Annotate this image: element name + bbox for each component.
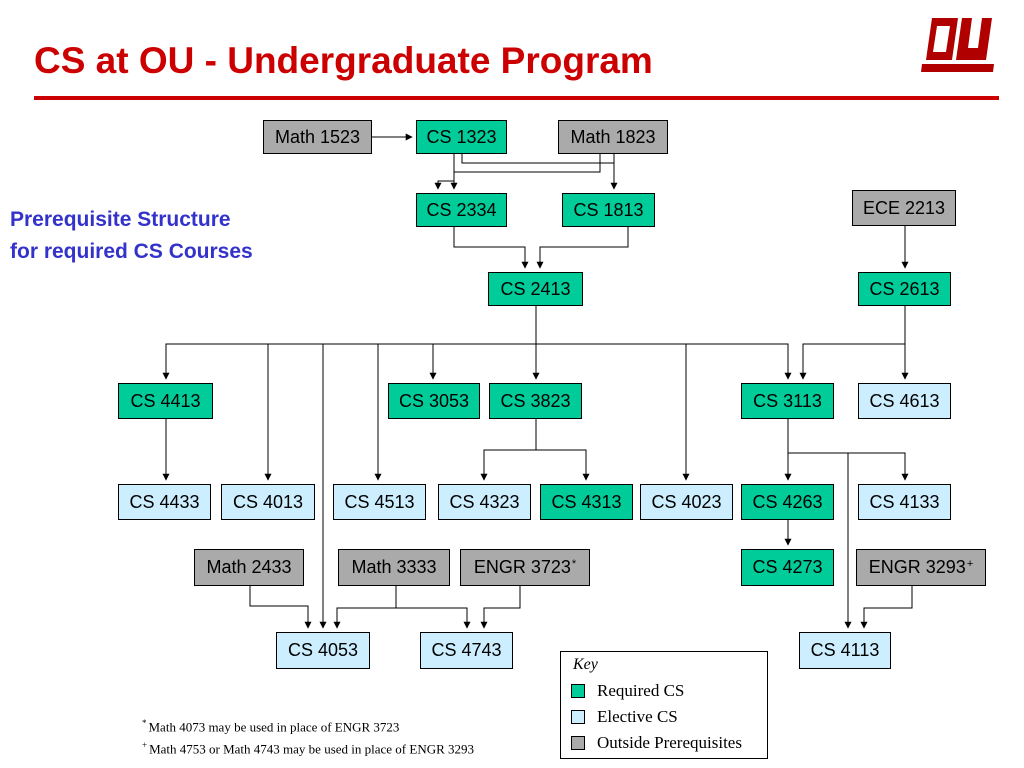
prerequisite-connector [434,154,455,190]
course-cs2334: CS 2334 [416,193,507,227]
course-label: CS 1813 [573,199,644,220]
subtitle-line-1: Prerequisite Structure [10,208,231,231]
course-label: Math 3333 [351,557,437,577]
course-label: CS 4023 [651,491,722,512]
elective-swatch-icon [571,710,585,724]
course-label: Math 1523 [274,126,361,147]
footnotes: *Math 4073 may be used in place of ENGR … [142,714,474,759]
course-label: CS 4273 [752,557,823,577]
course-cs4053: CS 4053 [276,632,370,669]
ou-logo-icon [921,18,994,72]
prerequisite-connector [480,586,521,629]
course-cs1813: CS 1813 [562,193,655,227]
course-cs4413: CS 4413 [118,383,213,419]
prerequisite-connector [396,607,471,629]
page-title: CS at OU - Undergraduate Program [34,40,653,81]
course-cs4023: CS 4023 [640,484,733,520]
course-engr3723: ENGR 3723* [460,549,590,586]
course-label: CS 4323 [449,491,520,512]
key-item-label: Required CS [597,681,685,700]
course-cs3053: CS 3053 [388,383,480,419]
key-item-elective: Elective CS [571,707,678,727]
course-engr3293: ENGR 3293+ [856,549,986,586]
prerequisite-connector [450,154,601,190]
course-cs2613: CS 2613 [858,272,951,306]
course-label: CS 3113 [753,390,822,411]
course-cs4113: CS 4113 [799,632,891,669]
course-label: CS 4313 [551,491,622,512]
course-cs4433: CS 4433 [118,484,211,520]
course-label: CS 3823 [500,390,571,411]
key-item-label: Outside Prerequisites [597,733,742,752]
course-label: ECE 2213 [862,197,946,218]
course-label: CS 2613 [869,278,940,299]
prerequisite-connector [799,306,906,380]
course-label: CS 4133 [869,491,940,512]
course-cs4613: CS 4613 [858,383,951,419]
prerequisite-connector [333,586,397,629]
course-label: CS 3053 [398,390,470,411]
prerequisite-connector [536,227,629,269]
outside-swatch-icon [571,736,585,750]
course-label: CS 2413 [500,278,571,299]
subtitle-line-2: for required CS Courses [10,240,253,263]
course-math2433: Math 2433 [194,549,304,586]
legend-key: Key Required CS Elective CS Outside Prer… [560,651,768,759]
prerequisite-connector [860,586,913,629]
course-cs4743: CS 4743 [420,632,513,669]
course-math1823: Math 1823 [558,120,668,154]
course-label: ENGR 3293 [868,557,966,577]
course-label: CS 4413 [130,390,201,411]
course-math1523: Math 1523 [263,120,372,154]
footnote-2: +Math 4753 or Math 4743 may be used in p… [142,740,475,757]
prerequisite-connector [249,586,312,629]
course-label: CS 4613 [869,390,940,411]
course-cs1323: CS 1323 [416,120,507,154]
prerequisite-connector [461,154,618,190]
prerequisite-connector [453,227,529,269]
prerequisite-connector [480,419,537,481]
course-math3333: Math 3333 [338,549,450,586]
course-cs4013: CS 4013 [221,484,315,520]
prerequisite-connector [536,449,590,481]
course-label: ENGR 3723 [473,557,571,577]
course-label: CS 4013 [232,491,304,512]
footnote-mark: + [966,558,974,570]
key-item-label: Elective CS [597,707,678,726]
key-title: Key [573,656,598,673]
course-cs2413: CS 2413 [488,272,583,306]
course-label: CS 4743 [431,640,502,660]
required-swatch-icon [571,684,585,698]
course-cs4323: CS 4323 [438,484,531,520]
course-cs4133: CS 4133 [858,484,951,520]
course-cs3823: CS 3823 [489,383,582,419]
course-cs4513: CS 4513 [333,484,426,520]
course-label: CS 4263 [752,491,823,512]
course-cs4263: CS 4263 [741,484,834,520]
course-label: CS 2334 [426,199,497,220]
course-ece2213: ECE 2213 [852,190,956,226]
course-label: CS 1323 [426,126,497,147]
course-label: CS 4433 [129,491,200,512]
course-cs3113: CS 3113 [741,383,834,419]
footnote-1: *Math 4073 may be used in place of ENGR … [142,718,400,735]
course-label: CS 4513 [344,491,415,512]
title-divider [34,96,999,100]
course-label: CS 4053 [287,640,359,660]
key-item-required: Required CS [571,681,684,701]
prerequisite-connector [162,306,537,380]
course-label: Math 2433 [206,557,292,577]
diagram-subtitle: Prerequisite Structure for required CS C… [10,204,253,268]
key-item-outside: Outside Prerequisites [571,733,742,753]
footnote-mark: * [571,558,577,570]
course-label: Math 1823 [570,126,656,147]
course-cs4313: CS 4313 [540,484,633,520]
prerequisite-connector [788,452,909,481]
course-cs4273: CS 4273 [741,549,834,586]
prerequisite-connector [536,343,792,380]
course-label: CS 4113 [810,640,880,660]
